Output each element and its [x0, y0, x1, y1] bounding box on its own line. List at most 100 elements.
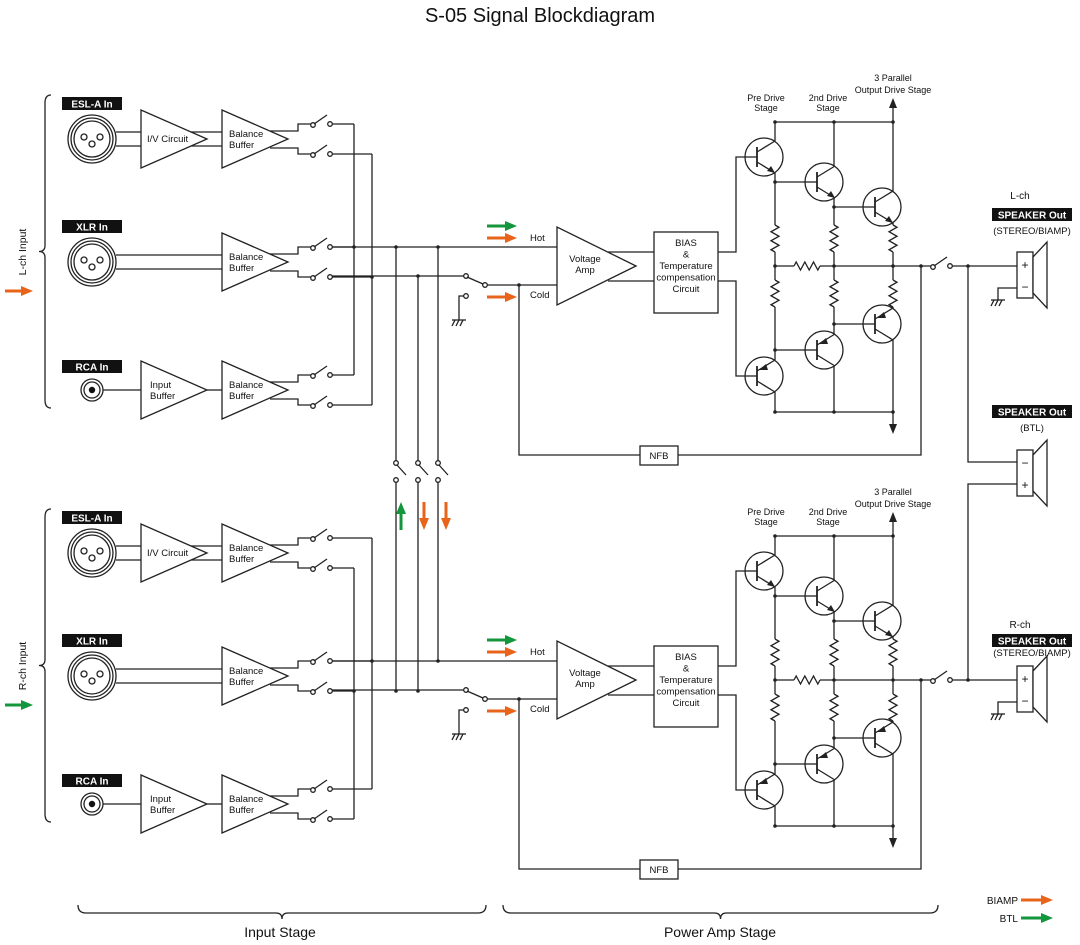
switch-blade — [313, 267, 328, 278]
label-tag-bg — [992, 634, 1072, 647]
balance-buffer-label: Buffer — [229, 391, 254, 402]
ground-hatch — [994, 713, 999, 721]
switch-contact — [327, 244, 333, 250]
legend-label: BIAMP — [987, 896, 1018, 907]
switch-contact — [393, 477, 399, 483]
voltage-amp-label: Voltage — [569, 254, 601, 265]
balance-buffer-label: Balance — [229, 129, 263, 140]
label-tag: RCA In — [62, 360, 122, 374]
legend-label: BTL — [1000, 914, 1019, 925]
switch-icon — [310, 144, 333, 158]
switch-contact — [327, 402, 333, 408]
balance-buffer-label: Buffer — [229, 263, 254, 274]
orange-arrow-icon — [1021, 895, 1053, 905]
junction-dot — [773, 594, 777, 598]
resistor-icon — [887, 279, 899, 308]
switch-blade — [313, 528, 328, 539]
switch-icon — [310, 365, 333, 379]
cold-selector-blade — [466, 690, 484, 699]
label-tag-bg — [62, 511, 122, 524]
switch-contact — [327, 121, 333, 127]
connector-pin — [88, 140, 96, 148]
voltage-amp-label: Amp — [575, 265, 595, 276]
junction-dot — [832, 824, 836, 828]
bias-circuit-label: Temperature — [659, 675, 712, 686]
junction-dot — [773, 824, 777, 828]
balance-buffer-label: Buffer — [229, 554, 254, 565]
ground-hatch — [998, 713, 1003, 721]
speaker-icon: +− — [1016, 240, 1048, 310]
arrow-head — [505, 233, 517, 243]
channel-output-label: L-ch — [1010, 191, 1029, 202]
arrow-head — [21, 700, 33, 710]
arrow-head — [419, 518, 429, 530]
junction-dot — [891, 410, 895, 414]
ground-hatch — [990, 713, 995, 721]
speaker-icon: −+ — [1016, 438, 1048, 508]
predrive-label: Pre Drive — [747, 93, 785, 103]
switch-contact — [947, 263, 953, 269]
wire — [270, 270, 312, 278]
emitter-lead — [816, 768, 836, 781]
brace — [77, 904, 487, 920]
label-tag: ESL-A In — [62, 97, 122, 111]
switch-contact — [947, 677, 953, 683]
brace — [502, 904, 939, 920]
terminal-sign: + — [1021, 258, 1028, 272]
junction-dot — [891, 120, 895, 124]
second-drive-label: Stage — [816, 517, 840, 527]
rca-connector-icon — [80, 792, 104, 816]
junction-dot — [773, 264, 777, 268]
wire — [270, 660, 312, 669]
rca-connector-icon — [80, 378, 104, 402]
switch-contact — [482, 282, 488, 288]
wire — [718, 694, 745, 791]
arrow-head — [396, 502, 406, 514]
connector-pin — [80, 133, 88, 141]
connector-pin — [96, 670, 104, 678]
balance-buffer-amp — [221, 109, 290, 169]
label-tag-text: ESL-A In — [71, 100, 112, 111]
channel-link-switches — [393, 245, 451, 693]
switch-contact — [327, 151, 333, 157]
cold-selector-blade — [466, 276, 484, 285]
balance-buffer-label: Buffer — [229, 677, 254, 688]
bias-circuit-label: Circuit — [673, 284, 700, 295]
xlr-connector-icon — [67, 237, 117, 287]
bias-circuit-label: Temperature — [659, 261, 712, 272]
rail-arrow-up-icon — [889, 98, 897, 108]
orange-arrow-icon — [487, 292, 517, 302]
label-tag: RCA In — [62, 774, 122, 788]
label-tag: SPEAKER Out — [992, 208, 1072, 222]
connector-pin — [80, 256, 88, 264]
wire — [270, 123, 312, 132]
balance-buffer-amp — [221, 360, 290, 420]
switch-icon — [930, 670, 953, 684]
connector-pin — [80, 547, 88, 555]
emitter-arrow — [877, 726, 886, 732]
junction-dot — [891, 824, 895, 828]
nfb-line — [678, 266, 922, 456]
input-buffer-amp — [140, 774, 209, 834]
label-tag: SPEAKER Out — [992, 634, 1072, 648]
switch-contact — [327, 535, 333, 541]
emitter-arrow — [819, 752, 828, 758]
emitter-arrow — [827, 191, 835, 198]
stage-label: Input Stage — [244, 924, 316, 940]
ground-icon — [990, 713, 1005, 721]
connector-pin — [88, 263, 96, 271]
bias-circuit-label: BIAS — [675, 238, 697, 249]
emitter-lead — [756, 794, 776, 807]
terminal-sign: − — [1021, 280, 1028, 294]
arrow-head — [505, 221, 517, 231]
balance-buffer-label: Balance — [229, 380, 263, 391]
switch-blade — [396, 464, 407, 476]
wire — [270, 147, 312, 155]
brace — [38, 508, 52, 823]
arrow-head — [505, 635, 517, 645]
emitter-arrow — [759, 364, 768, 370]
switch-contact — [327, 274, 333, 280]
